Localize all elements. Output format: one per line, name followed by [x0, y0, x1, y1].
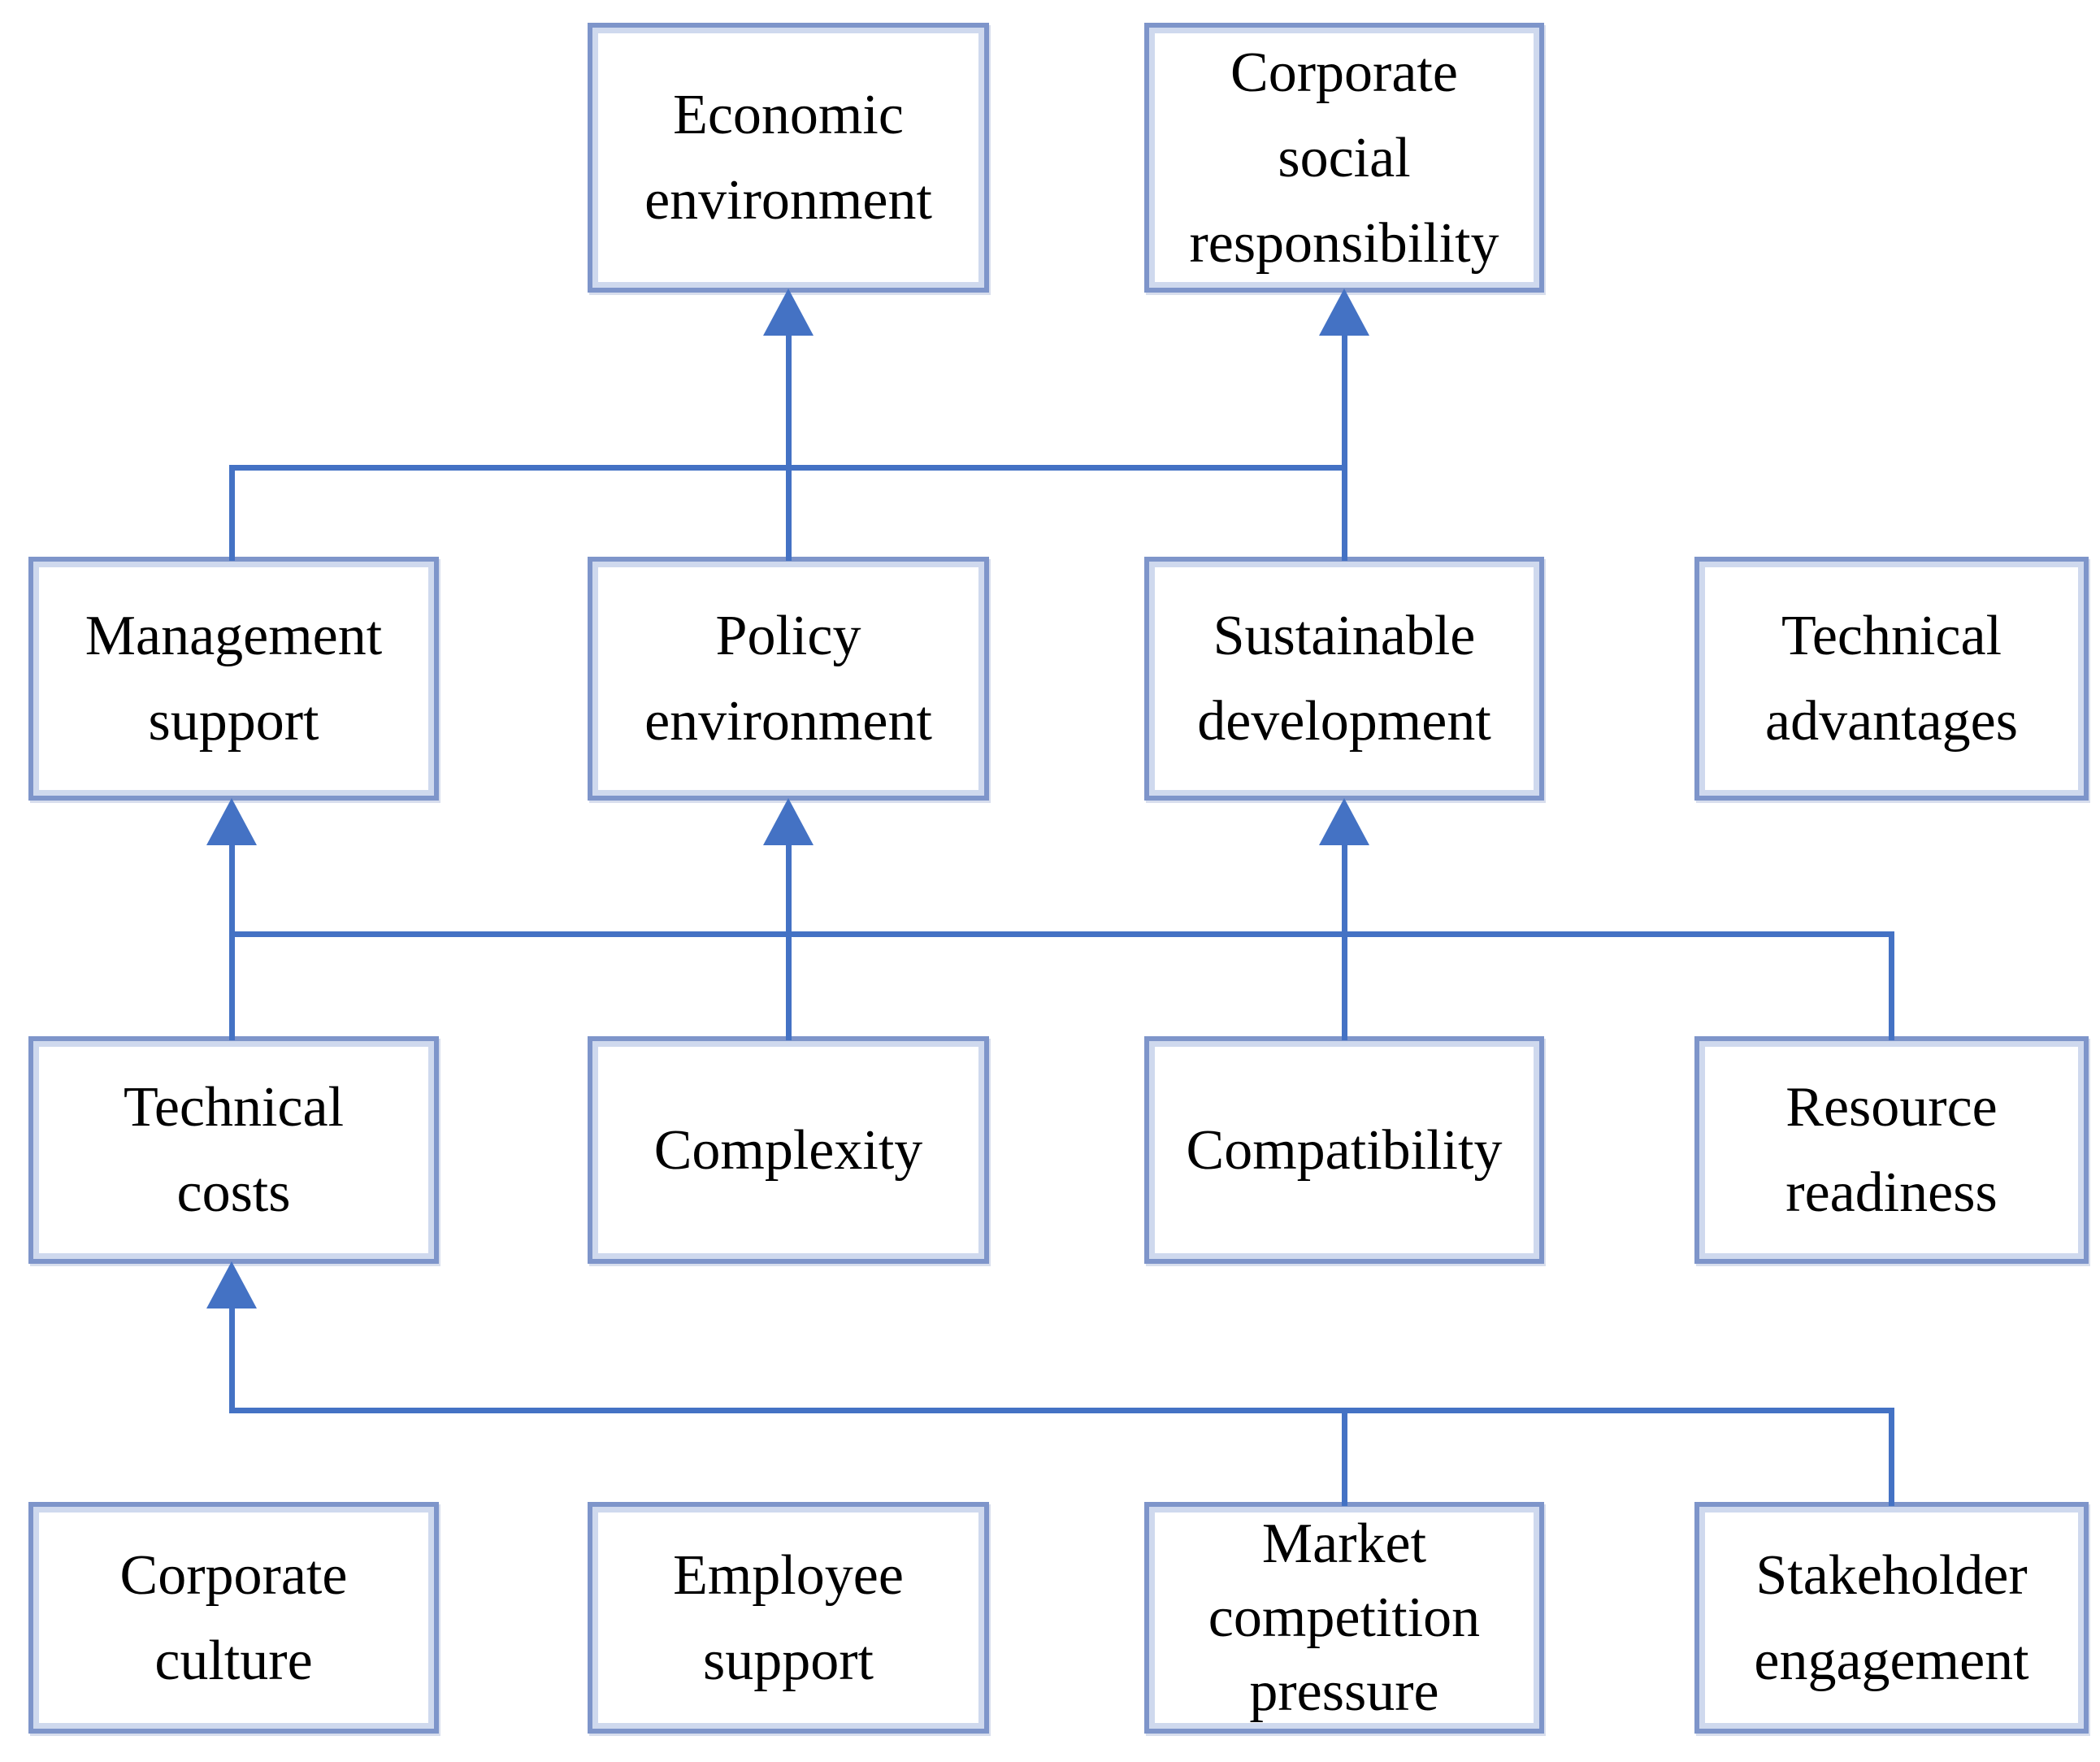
node-corporate-social-responsibility: Corporate social responsibility: [1144, 23, 1544, 293]
node-corporate-culture: Corporate culture: [28, 1502, 439, 1734]
node-label: Policy environment: [644, 605, 932, 753]
node-label: Complexity: [653, 1118, 923, 1182]
node-label: Employee support: [673, 1543, 904, 1692]
connector-down-to-market-competition-pressure: [1342, 1408, 1347, 1506]
node-policy-environment: Policy environment: [588, 557, 989, 801]
node-label: Stakeholder engagement: [1754, 1543, 2029, 1692]
node-market-competition-pressure: Market competition pressure: [1144, 1502, 1544, 1734]
connector-trunk-bottom: [232, 1408, 1894, 1413]
arrowhead-to-sustainable-development: [1319, 798, 1369, 845]
arrowhead-to-policy-environment: [763, 798, 814, 845]
arrowhead-to-management-support: [206, 798, 257, 845]
node-stakeholder-engagement: Stakeholder engagement: [1694, 1502, 2089, 1734]
connector-technical-costs-to-management-support: [229, 844, 235, 1040]
node-compatibility: Compatibility: [1144, 1036, 1544, 1264]
arrowhead-to-corporate-social-responsibility: [1319, 289, 1369, 336]
node-economic-environment: Economic environment: [588, 23, 989, 293]
node-label: Economic environment: [644, 84, 932, 232]
node-label: Management support: [85, 605, 383, 753]
node-label: Technical costs: [123, 1076, 345, 1224]
node-technical-advantages: Technical advantages: [1694, 557, 2089, 801]
connector-down-to-stakeholder-engagement: [1889, 1408, 1894, 1506]
node-label: Resource readiness: [1785, 1076, 1998, 1224]
arrowhead-to-economic-environment: [763, 289, 814, 336]
node-technical-costs: Technical costs: [28, 1036, 439, 1264]
node-label: Technical advantages: [1765, 605, 2018, 753]
arrowhead-to-technical-costs: [206, 1261, 257, 1308]
connector-up-to-technical-costs: [229, 1307, 235, 1413]
node-complexity: Complexity: [588, 1036, 989, 1264]
node-management-support: Management support: [28, 557, 439, 801]
connector-down-to-management-support: [229, 465, 235, 561]
node-label: Sustainable development: [1197, 605, 1491, 753]
node-label: Compatibility: [1186, 1118, 1503, 1182]
connector-through-sustainable-to-csr: [1342, 335, 1347, 561]
connector-trunk-middle: [232, 931, 1894, 937]
connector-through-policy-to-economic: [786, 335, 792, 561]
node-resource-readiness: Resource readiness: [1694, 1036, 2089, 1264]
node-label: Corporate culture: [119, 1543, 348, 1692]
node-employee-support: Employee support: [588, 1502, 989, 1734]
node-label: Market competition pressure: [1208, 1512, 1481, 1723]
connector-complexity-to-policy-environment: [786, 844, 792, 1040]
connector-compatibility-to-sustainable-development: [1342, 844, 1347, 1040]
node-sustainable-development: Sustainable development: [1144, 557, 1544, 801]
connector-down-to-resource-readiness: [1889, 931, 1894, 1040]
node-label: Corporate social responsibility: [1189, 41, 1499, 275]
